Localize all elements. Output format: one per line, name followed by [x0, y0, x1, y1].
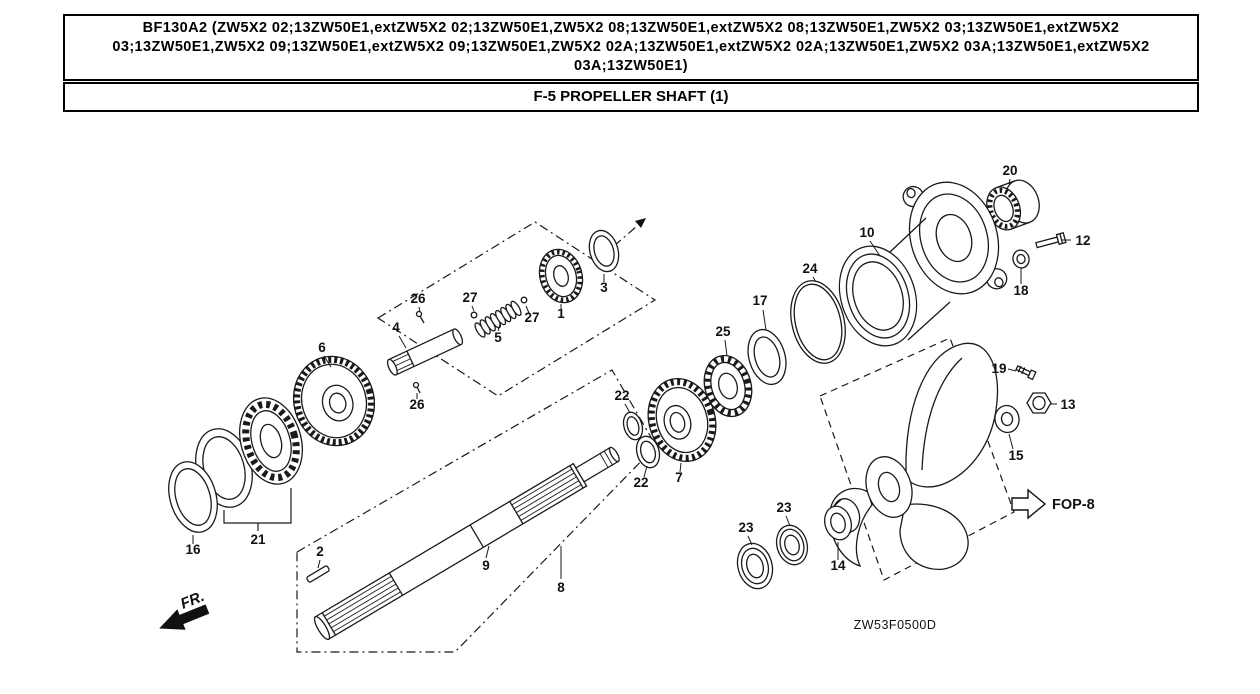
part-label-4: 4 [392, 320, 400, 335]
part-leader-24 [812, 276, 817, 283]
part-label-3: 3 [600, 280, 608, 295]
part-leader-2 [317, 559, 321, 569]
pin-27a [470, 311, 478, 319]
subassembly-pointer-line [613, 225, 638, 247]
part-label-26: 26 [410, 291, 426, 306]
part-label-14: 14 [830, 558, 846, 573]
snap-ring-22b [635, 435, 661, 469]
ring-3 [588, 229, 620, 273]
part-label-1: 1 [557, 306, 565, 321]
part-leader-4 [398, 335, 407, 349]
part-label-15: 15 [1008, 448, 1024, 463]
section-title: F-5 PROPELLER SHAFT (1) [63, 82, 1199, 112]
propeller-reference-box [819, 337, 1015, 581]
part-label-7: 7 [675, 470, 683, 485]
part-label-27: 27 [462, 290, 477, 305]
diagram-code: ZW53F0500D [854, 618, 937, 632]
part-leader-27 [525, 305, 530, 314]
subassembly-arrow-icon [635, 218, 646, 228]
thrust-washer-17 [747, 328, 787, 386]
o-ring-16 [168, 461, 218, 533]
part-leader-27 [471, 305, 475, 312]
screw-26b [412, 381, 421, 394]
castle-nut-13 [1026, 392, 1052, 414]
part-leader-26 [418, 306, 421, 313]
washer-15 [994, 404, 1020, 434]
part-labels-layer: 1234567891012131415161718192021222223232… [185, 163, 1090, 595]
screw-26a [415, 310, 425, 324]
part-label-22: 22 [614, 388, 629, 403]
part-leader-23 [747, 535, 753, 546]
part-label-25: 25 [715, 324, 731, 339]
washer-18 [1012, 249, 1030, 269]
snap-ring-22a [622, 411, 644, 441]
part-leader-23 [785, 515, 791, 527]
part-label-9: 9 [482, 558, 490, 573]
part-leader-9 [485, 545, 490, 559]
part-leader-10 [869, 240, 881, 257]
part-21-bracket [223, 488, 292, 531]
pin-2 [306, 565, 330, 583]
part-leader-22 [624, 403, 631, 414]
part-label-24: 24 [802, 261, 818, 276]
part-label-20: 20 [1002, 163, 1017, 178]
part-leader-7 [679, 462, 682, 473]
part-leader-6 [323, 355, 332, 368]
part-label-13: 13 [1060, 397, 1076, 412]
ball-bearing-25 [703, 354, 753, 418]
part-label-2: 2 [316, 544, 324, 559]
spacer-14 [824, 498, 861, 541]
shaft-assembly-outline [296, 369, 657, 653]
part-label-23: 23 [776, 500, 792, 515]
pin-27b [520, 296, 528, 304]
part-label-10: 10 [859, 225, 874, 240]
part-label-5: 5 [494, 330, 502, 345]
part-label-22: 22 [633, 475, 648, 490]
part-leader-25 [724, 339, 728, 357]
fop8-label: FOP-8 [1052, 497, 1095, 513]
bearing-carrier-10 [838, 181, 1008, 347]
part-label-23: 23 [738, 520, 754, 535]
part-leader-20 [1008, 178, 1011, 185]
clutch-shifter-1 [538, 248, 584, 304]
fr-arrow-icon [159, 604, 210, 630]
part-label-21: 21 [250, 532, 266, 547]
bevel-gear-7 [647, 377, 717, 463]
model-codes-header: BF130A2 (ZW5X2 02;13ZW50E1,extZW5X2 02;1… [63, 14, 1199, 81]
oil-seal-23b [775, 524, 809, 566]
spring-5 [474, 300, 522, 338]
part-leader-15 [1008, 433, 1014, 450]
part-label-26: 26 [409, 397, 425, 412]
part-label-6: 6 [318, 340, 326, 355]
part-label-18: 18 [1013, 283, 1029, 298]
part-label-8: 8 [557, 580, 565, 595]
fop8-arrow-icon [1011, 488, 1047, 520]
subassembly-outline [376, 221, 657, 397]
propeller [829, 342, 999, 570]
shift-rod-4 [386, 328, 464, 376]
taper-bearing-21b [239, 397, 303, 485]
part-leader-5 [497, 323, 501, 332]
screw-pin-19 [1015, 365, 1037, 381]
part-label-16: 16 [185, 542, 201, 557]
propeller-shaft-9 [313, 446, 620, 641]
oil-seal-23a [736, 542, 774, 590]
part-leader-19 [1007, 368, 1017, 372]
needle-bearing-20 [986, 179, 1040, 231]
bolt-12 [1035, 232, 1067, 249]
part-label-19: 19 [991, 361, 1006, 376]
part-label-12: 12 [1075, 233, 1090, 248]
part-label-17: 17 [752, 293, 767, 308]
gear-6 [292, 355, 376, 447]
part-leader-22 [643, 465, 648, 478]
part-leader-17 [762, 309, 767, 331]
part-label-27: 27 [524, 310, 539, 325]
o-ring-24 [790, 280, 846, 364]
